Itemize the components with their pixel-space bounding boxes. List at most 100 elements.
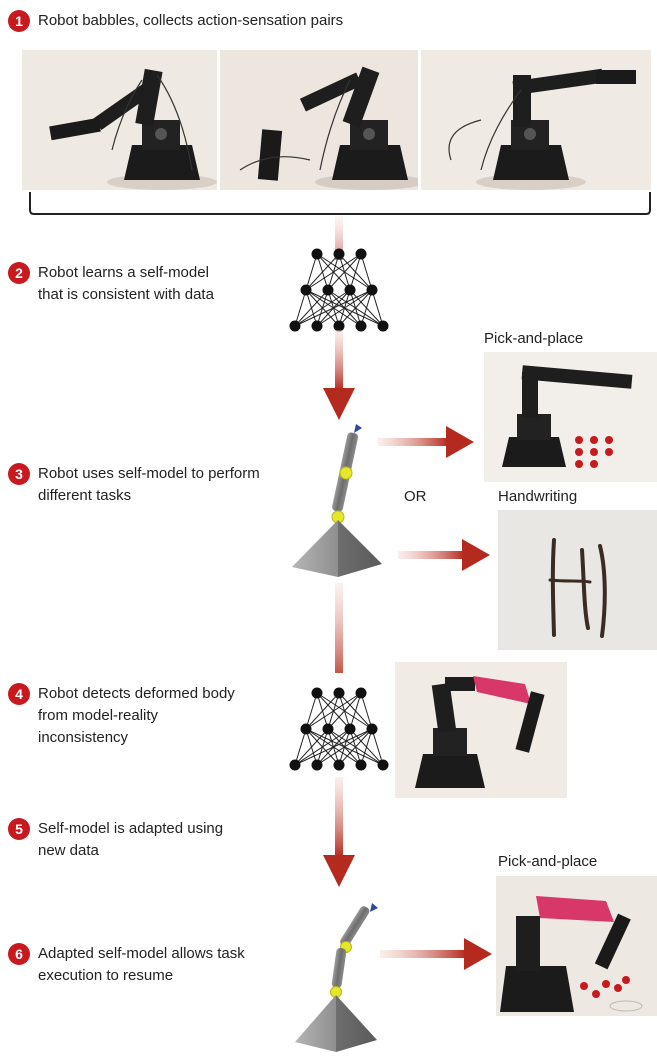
step-5-line-1: Self-model is adapted using — [38, 820, 224, 837]
step-3-line-1: Robot uses self-model to perform — [38, 465, 260, 482]
caption-pick-and-place-1: Pick-and-place — [484, 330, 584, 347]
babbling-photo-1 — [22, 50, 217, 190]
network-node — [377, 759, 389, 771]
network-node — [355, 687, 367, 699]
step-5-text: Self-model is adapted using new data — [38, 818, 223, 862]
network-node — [300, 284, 312, 296]
network-node — [366, 284, 378, 296]
deformed-robot-photo — [395, 662, 567, 798]
flow-arrow-pick2-head — [464, 938, 492, 970]
step-4-line-3: inconsistency — [38, 729, 129, 746]
handwriting-photo — [498, 510, 657, 650]
network-edge — [338, 728, 373, 766]
step-3-text: Robot uses self-model to perform differe… — [38, 463, 260, 507]
flow-arrow-pick-head — [446, 426, 474, 458]
network-node — [322, 284, 334, 296]
network-edge — [294, 289, 351, 327]
step-3-line-2: different tasks — [38, 487, 132, 504]
step-4-line-1: Robot detects deformed body — [38, 685, 235, 702]
network-node — [289, 320, 301, 332]
step-6-badge: 6 — [8, 943, 30, 965]
flow-line-1 — [335, 216, 343, 260]
flow-arrow-1-shaft — [335, 330, 343, 390]
flow-arrow-2-shaft — [335, 777, 343, 857]
network-edge — [305, 692, 362, 730]
step-4-text: Robot detects deformed body from model-r… — [38, 683, 235, 749]
network-edge — [305, 692, 340, 730]
flow-arrow-1-head — [323, 388, 355, 420]
network-node — [289, 759, 301, 771]
network-edge — [294, 728, 351, 766]
network-node — [311, 248, 323, 260]
neural-network-icon-2 — [289, 687, 389, 771]
photos-bracket — [29, 192, 651, 215]
step-6-text: Adapted self-model allows task execution… — [38, 943, 245, 987]
network-node — [333, 320, 345, 332]
network-edge — [294, 289, 373, 327]
network-node — [311, 759, 323, 771]
flow-arrow-hand-shaft — [398, 551, 464, 559]
step-2-text: Robot learns a self-model that is consis… — [38, 262, 214, 306]
network-edge — [316, 728, 373, 766]
flow-line-2 — [335, 583, 343, 673]
network-node — [344, 723, 356, 735]
simulated-robot-model-2 — [295, 903, 378, 1052]
network-edge — [294, 289, 307, 327]
flow-arrow-2-head — [323, 855, 355, 887]
caption-handwriting: Handwriting — [498, 488, 578, 505]
step-4-line-2: from model-reality — [38, 707, 159, 724]
network-edge — [349, 692, 362, 730]
step-2-line-2: that is consistent with data — [38, 286, 214, 303]
network-edge — [305, 253, 362, 291]
step-5-badge: 5 — [8, 818, 30, 840]
step-1-text: Robot babbles, collects action-sensation… — [38, 12, 344, 29]
network-edge — [294, 728, 329, 766]
network-edge — [360, 289, 373, 327]
network-edge — [371, 728, 384, 766]
network-edge — [305, 253, 340, 291]
network-edge — [316, 289, 373, 327]
network-node — [322, 723, 334, 735]
network-edge — [305, 253, 318, 291]
network-node — [333, 687, 345, 699]
network-node — [300, 723, 312, 735]
caption-pick-and-place-2: Pick-and-place — [498, 853, 598, 870]
network-edge — [294, 289, 329, 327]
network-edge — [349, 253, 362, 291]
babbling-photo-2 — [220, 50, 418, 190]
network-edge — [305, 692, 318, 730]
network-node — [333, 759, 345, 771]
step-2-badge: 2 — [8, 262, 30, 284]
network-node — [344, 284, 356, 296]
network-edge — [294, 728, 373, 766]
step-1-badge: 1 — [8, 10, 30, 32]
network-node — [377, 320, 389, 332]
babbling-photo-3 — [421, 50, 651, 190]
network-edge — [327, 692, 362, 730]
step-6-line-2: execution to resume — [38, 967, 174, 984]
network-node — [355, 248, 367, 260]
pick-and-place-photo-2 — [496, 876, 657, 1016]
network-edge — [327, 253, 362, 291]
step-3-badge: 3 — [8, 463, 30, 485]
neural-network-icon-1 — [289, 248, 389, 332]
network-edge — [371, 289, 384, 327]
pick-and-place-photo-1 — [484, 352, 657, 482]
network-node — [355, 320, 367, 332]
simulated-robot-model-1 — [292, 424, 382, 577]
network-edge — [338, 289, 373, 327]
flow-arrow-pick2-shaft — [380, 950, 466, 958]
caption-or: OR — [404, 488, 427, 505]
network-edge — [360, 253, 373, 291]
step-5-line-2: new data — [38, 842, 99, 859]
network-edge — [360, 692, 373, 730]
network-node — [333, 248, 345, 260]
network-node — [311, 687, 323, 699]
network-node — [355, 759, 367, 771]
step-4-badge: 4 — [8, 683, 30, 705]
network-node — [366, 723, 378, 735]
step-6-line-1: Adapted self-model allows task — [38, 945, 245, 962]
network-node — [311, 320, 323, 332]
network-edge — [360, 728, 373, 766]
